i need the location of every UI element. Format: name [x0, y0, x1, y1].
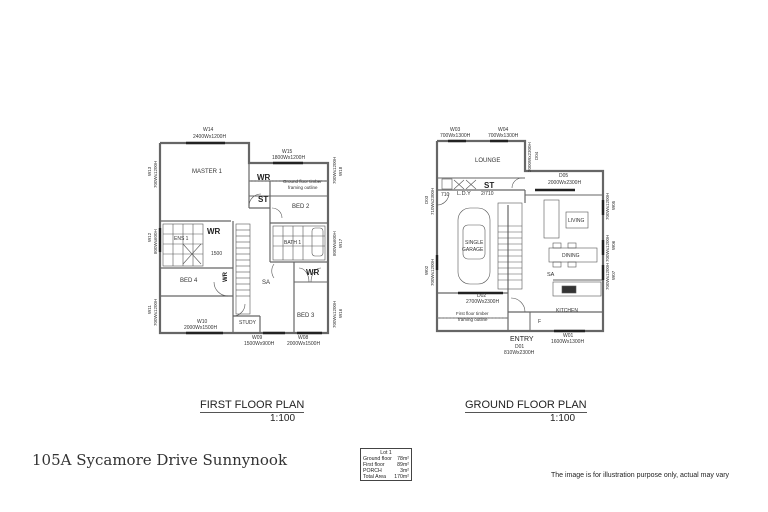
- window-label-d05: D05: [559, 173, 569, 179]
- dimension-1500: 1500: [211, 251, 223, 257]
- window-label-w04: W04: [498, 127, 509, 133]
- window-size-w10: 2000Wx1500H: [184, 325, 218, 331]
- room-garage-1: SINGLE: [465, 240, 484, 246]
- room-ensuite: ENS 1: [174, 236, 189, 242]
- window-size-d02: 2700Wx2300H: [466, 299, 500, 305]
- lot-row-value: 78m²: [397, 456, 409, 462]
- window-size-w17: 800Wx600H: [332, 231, 337, 256]
- window-size-w06: 700Wx1200H: [605, 234, 610, 262]
- ground-floor-scale: 1:100: [550, 413, 576, 424]
- window-size-d01: 810Wx2300H: [504, 350, 535, 356]
- lot-row-value: 89m²: [397, 462, 409, 468]
- window-size-w07: 700Wx1200H: [605, 262, 610, 290]
- window-size-w03: 700Wx1300H: [440, 133, 471, 139]
- lot-row-label: First floor: [363, 462, 385, 468]
- window-size-w12: 800Wx600H: [153, 229, 158, 254]
- lot-row: First floor 89m²: [363, 462, 409, 468]
- window-label-w17: W17: [338, 238, 343, 248]
- lot-row-label: PORCH: [363, 468, 382, 474]
- st-dimension: 2/710: [481, 191, 494, 197]
- room-kitchen: KITCHEN: [556, 308, 578, 314]
- window-label-w13: W13: [147, 166, 152, 176]
- first-floor-title: FIRST FLOOR PLAN: [200, 399, 305, 413]
- window-label-d04: D04: [534, 151, 539, 160]
- window-label-w14: W14: [203, 127, 214, 133]
- window-size-w09: 1500Wx900H: [244, 341, 275, 347]
- room-garage-2: GARAGE: [462, 247, 484, 253]
- timber-note-1: Ground floor timber: [283, 179, 322, 184]
- fridge-label: F: [538, 319, 542, 325]
- room-wr-bed3: WR: [306, 268, 320, 277]
- window-size-d05: 2000Wx2300H: [548, 180, 582, 186]
- room-master-1: MASTER 1: [192, 169, 223, 175]
- disclaimer-text: The image is for illustration purpose on…: [551, 472, 730, 479]
- window-label-w16: W16: [338, 308, 343, 318]
- window-label-w15: W15: [282, 149, 293, 155]
- window-label-w06: W06: [611, 240, 616, 250]
- room-dining: DINING: [562, 253, 580, 259]
- room-bed-4: BED 4: [180, 278, 198, 284]
- smoke-alarm-ground: SA: [547, 272, 555, 278]
- room-wr-bed2: WR: [257, 173, 271, 182]
- window-size-w08: 2000Wx1500H: [287, 341, 321, 347]
- room-entry: ENTRY: [510, 336, 534, 343]
- window-label-w11: W11: [147, 305, 152, 314]
- window-label-d03: D03: [424, 195, 429, 204]
- window-label-w03: W03: [450, 127, 461, 133]
- window-size-w11: 700Wx1200H: [153, 298, 158, 326]
- window-label-d01: D01: [515, 344, 525, 350]
- window-label-w18: W18: [338, 166, 343, 176]
- room-lounge: LOUNGE: [475, 158, 501, 164]
- window-size-w01: 1600Wx1300H: [551, 339, 585, 345]
- room-wr-master: WR: [207, 227, 221, 236]
- window-size-w16: 700Wx1200H: [332, 300, 337, 328]
- window-size-w15: 1800Wx1200H: [272, 155, 306, 161]
- room-bath-1: BATH 1: [284, 240, 302, 246]
- room-wr-bed4: WR: [223, 272, 229, 282]
- lot-row-value: 170m²: [394, 474, 409, 480]
- lot-row: Ground floor 78m²: [363, 456, 409, 462]
- window-label-w01: W01: [563, 333, 574, 339]
- window-size-d03: 710Wx2300H: [430, 187, 435, 215]
- window-label-w12: W12: [147, 232, 152, 242]
- ground-floor-title: GROUND FLOOR PLAN: [465, 399, 587, 413]
- window-size-w14: 2400Wx1200H: [193, 134, 227, 140]
- timber-note-ground-1: First floor timber: [456, 311, 489, 316]
- window-label-w09: W09: [252, 335, 263, 341]
- lot-row: Total Area 170m²: [363, 474, 409, 480]
- window-label-w07: W07: [611, 270, 616, 280]
- window-size-w04: 700Wx1300H: [488, 133, 519, 139]
- timber-note-2: framing outline: [288, 185, 318, 190]
- room-bed-3: BED 3: [297, 313, 315, 319]
- smoke-alarm-first: SA: [262, 280, 271, 286]
- lot-title: Lot 1: [380, 450, 392, 456]
- window-label-w02: W02: [424, 265, 429, 275]
- window-label-w10: W10: [197, 319, 208, 325]
- room-st: ST: [258, 195, 269, 204]
- lot-row-label: Total Area: [363, 474, 387, 480]
- room-study: STUDY: [239, 320, 256, 326]
- window-size-w18: 700Wx1200H: [332, 156, 337, 184]
- lot-row-value: 3m²: [400, 468, 409, 474]
- lot-area-table: Lot 1 Ground floor 78m² First floor 89m² P…: [360, 448, 412, 481]
- window-size-w05: 700Wx1200H: [605, 192, 610, 220]
- lot-row-label: Ground floor: [363, 456, 392, 462]
- window-size-w02: 700Wx1200H: [430, 258, 435, 286]
- room-bed-2: BED 2: [292, 204, 310, 210]
- window-size-d04: 2000Wx2300H: [527, 142, 532, 172]
- room-living: LIVING: [568, 218, 585, 224]
- window-label-d02: D02: [477, 293, 487, 299]
- timber-note-ground-2: framing outline: [458, 317, 488, 322]
- first-floor-scale: 1:100: [270, 413, 296, 424]
- window-label-w05: W05: [611, 200, 616, 210]
- property-address: 105A Sycamore Drive Sunnynook: [32, 451, 288, 469]
- room-st-ground: ST: [484, 181, 495, 190]
- room-laundry: L.D.Y: [457, 191, 471, 197]
- window-label-w08: W08: [298, 335, 309, 341]
- lot-row: PORCH 3m²: [363, 468, 409, 474]
- window-size-w13: 700Wx1200H: [153, 160, 158, 188]
- ldy-dimension: 710: [441, 192, 450, 198]
